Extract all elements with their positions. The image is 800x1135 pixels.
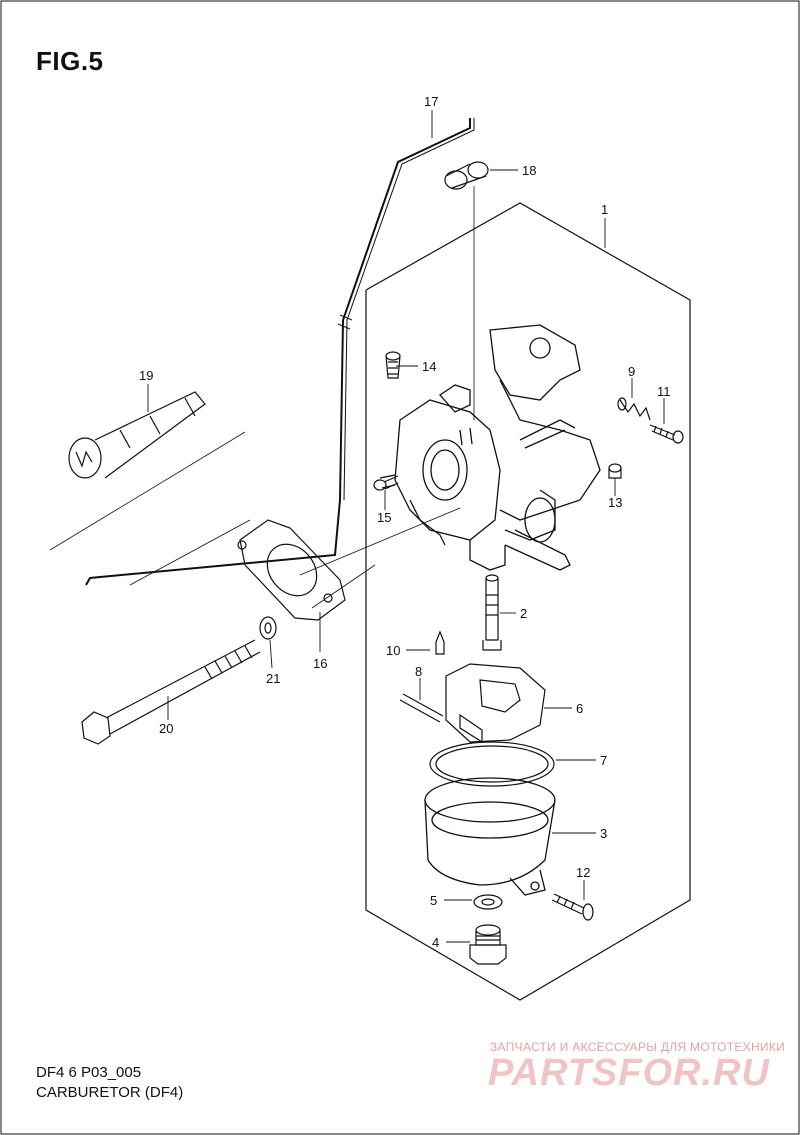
- part-12-screw: [551, 893, 594, 921]
- callout-1: 1: [601, 202, 608, 217]
- part-7-float-bowl-gasket: [429, 741, 555, 787]
- callout-6: 6: [576, 701, 583, 716]
- callout-13: 13: [608, 495, 622, 510]
- callout-11: 11: [657, 384, 671, 399]
- callout-8: 8: [415, 664, 422, 679]
- assembly-outline: [365, 202, 691, 1001]
- part-4-drain-screw: [469, 924, 507, 965]
- diagram-caption: CARBURETOR (DF4): [36, 1084, 184, 1101]
- part-17-choke-rod: [85, 118, 471, 586]
- callout-18: 18: [522, 163, 536, 178]
- part-3-float-bowl: [424, 777, 556, 896]
- part-8-float-pin: [399, 693, 444, 723]
- callout-7: 7: [600, 753, 607, 768]
- diagram-code: DF4 6 P03_005: [36, 1064, 142, 1081]
- part-13-plug: [608, 463, 622, 479]
- watermark-logo: PARTSFOR.RU: [488, 1052, 770, 1094]
- callout-17: 17: [424, 94, 438, 109]
- callout-9: 9: [628, 364, 635, 379]
- part-5-washer: [473, 894, 503, 910]
- callout-labels: 17 18 1 19 14 9 11 13 15 2 10 8 6 7 3 12…: [139, 94, 671, 950]
- part-6-float: [445, 663, 546, 744]
- figure-title: FIG.5: [36, 46, 104, 76]
- callout-4: 4: [432, 935, 439, 950]
- part-1-carburetor-body: [379, 324, 601, 571]
- callout-19: 19: [139, 368, 153, 383]
- part-2-emulsion-tube: [482, 574, 502, 651]
- callout-14: 14: [422, 359, 436, 374]
- callout-21: 21: [266, 671, 280, 686]
- part-9-spring: [617, 397, 651, 421]
- callout-15: 15: [377, 510, 391, 525]
- part-10-float-needle: [435, 630, 445, 655]
- part-18-rod-clip: [444, 161, 489, 190]
- part-14-screw: [385, 351, 401, 379]
- callout-16: 16: [313, 656, 327, 671]
- callout-10: 10: [386, 643, 400, 658]
- watermark-tagline: ЗАПЧАСТИ И АКСЕССУАРЫ ДЛЯ МОТОТЕХНИКИ: [490, 1040, 786, 1054]
- part-21-washer: [259, 616, 277, 640]
- callout-20: 20: [159, 721, 173, 736]
- part-15-screw: [373, 475, 399, 491]
- part-20-bolt: [81, 639, 261, 745]
- part-16-gasket: [237, 519, 346, 621]
- part-11-screw: [649, 424, 684, 444]
- callout-3: 3: [600, 826, 607, 841]
- part-19-choke-knob: [49, 391, 251, 586]
- callout-5: 5: [430, 893, 437, 908]
- callout-2: 2: [520, 606, 527, 621]
- callout-12: 12: [576, 865, 590, 880]
- leader-lines: [147, 110, 665, 943]
